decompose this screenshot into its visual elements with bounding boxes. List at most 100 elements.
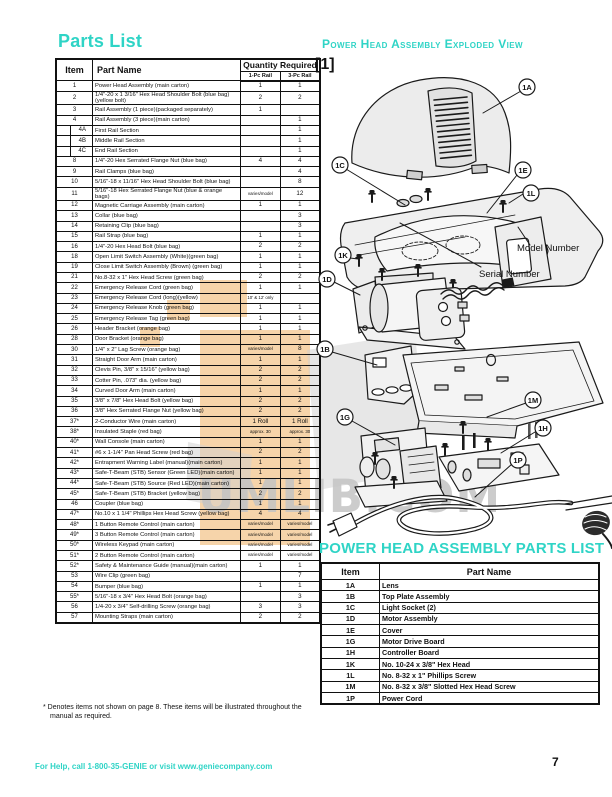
cell-qty-3pc: 3 <box>279 591 321 603</box>
table-row: 51*2 Button Remote Control (main carton)… <box>55 549 321 562</box>
cell-qty-1pc: 1 <box>240 436 281 449</box>
cell-part-name: Wall Console (main carton) <box>92 436 241 449</box>
parts-list-footnote: * Denotes items not shown on page 8. The… <box>43 704 302 720</box>
cell-part-name: First Rail Section <box>92 124 241 137</box>
cell-qty-1pc: 4 <box>240 155 281 168</box>
cell-qty-1pc: 1 <box>240 477 281 490</box>
cell-item: 1E <box>320 624 380 637</box>
cell-qty-1pc: 1 <box>240 385 281 397</box>
table-row: 48*1 Button Remote Control (main carton)… <box>55 519 321 531</box>
cell-qty-3pc: varies/model <box>279 549 321 562</box>
cell-qty-1pc <box>240 210 281 222</box>
cell-qty-3pc: 1 <box>279 580 321 593</box>
cell-part-name: Cotter Pin, .073" dia. (yellow bag) <box>92 374 241 387</box>
cell-part-name: No. 10-24 x 3/8" Hex Head <box>379 658 600 671</box>
cell-part-name: Emergency Release Knob (green bag) <box>92 302 241 315</box>
cell-qty-1pc: 1 <box>240 251 281 263</box>
cell-item: 13 <box>55 210 93 222</box>
svg-text:1D: 1D <box>322 275 332 284</box>
cell-part-name: Close Limit Switch Assembly (Brown) (gre… <box>92 261 241 273</box>
power-head-table-header: Item Part Name <box>320 562 600 580</box>
page-number: 7 <box>552 755 559 769</box>
svg-text:1E: 1E <box>518 166 527 175</box>
cell-item: 37* <box>55 416 93 428</box>
cell-part-name: Rail Assembly (1 piece)(packaged separat… <box>92 104 241 116</box>
cell-qty-1pc: 1 <box>240 80 281 93</box>
exploded-view-title: Power Head Assembly Exploded View <box>322 37 523 51</box>
cell-item: 51* <box>55 549 93 562</box>
table-row: 50*Wireless Keypad (main carton)varies/m… <box>55 539 321 552</box>
cell-item: 25 <box>55 313 93 325</box>
cell-part-name: 1/4"-20 x 1 3/16" Hex Head Shoulder Bolt… <box>92 91 241 106</box>
cell-qty-1pc: varies/model <box>240 186 281 201</box>
cell-qty-1pc: varies/model <box>240 539 281 552</box>
cell-part-name: Power Head Assembly (main carton) <box>92 80 241 93</box>
cell-item: 1G <box>320 635 380 648</box>
col-header-1pc-rail: 1-Pc Rail <box>240 70 281 82</box>
cell-item: 24 <box>55 302 93 315</box>
cell-qty-1pc: 1 <box>240 104 281 116</box>
cell-item: 14 <box>55 220 93 232</box>
cell-qty-1pc: 2 <box>240 364 281 376</box>
col-header-part-name: Part Name <box>92 58 241 82</box>
cell-item: 55* <box>55 591 93 603</box>
power-head-parts-title: POWER HEAD ASSEMBLY PARTS LIST <box>319 540 605 557</box>
callout-1K: 1K <box>334 246 352 264</box>
parts-table-header: Item Part Name Quantity Required 1-Pc Ra… <box>55 58 321 82</box>
cell-qty-1pc: 1 <box>240 323 281 335</box>
cover-part <box>351 77 512 181</box>
cell-item: 2 <box>55 91 93 106</box>
cell-item: 12 <box>55 199 93 212</box>
cell-qty-1pc: 10' & 12' only <box>240 292 281 304</box>
cell-item: 1M <box>320 680 380 693</box>
cell-item: 52* <box>55 560 93 572</box>
cell-part-name: 1/4" x 2" Lag Screw (orange bag) <box>92 344 241 356</box>
cell-part-name: Emergency Release Cord (green bag) <box>92 282 241 294</box>
table-row: 45*Safe-T-Beam (STB) Bracket (yellow bag… <box>55 488 321 500</box>
cell-qty-1pc: 1 <box>240 333 281 346</box>
parts-list-table: Item Part Name Quantity Required 1-Pc Ra… <box>55 58 321 625</box>
cell-part-name: Header Bracket (orange bag) <box>92 323 241 335</box>
callout-1C: 1C <box>331 156 349 174</box>
cell-part-name: End Rail Section <box>92 145 241 157</box>
power-cord-part <box>327 494 612 549</box>
cell-qty-1pc: varies/model <box>240 519 281 531</box>
table-row: 41*#6 x 1-1/4" Pan Head Screw (red bag)2… <box>55 447 321 459</box>
svg-text:1M: 1M <box>528 396 538 405</box>
cell-part-name: Clevis Pin, 3/8" x 15/16" (yellow bag) <box>92 364 241 376</box>
cell-qty-1pc: 2 <box>240 611 281 624</box>
cell-item: 21 <box>55 271 93 284</box>
cell-part-name: Curved Door Arm (main carton) <box>92 385 241 397</box>
cell-qty-1pc: 1 <box>240 282 281 294</box>
cell-item: 1L <box>320 669 380 682</box>
cell-qty-3pc: 1 <box>279 560 321 572</box>
cell-item: 46 <box>55 498 93 510</box>
callout-1P: 1P <box>509 451 527 469</box>
cell-part-name: 1/4"-20 Hex Head Bolt (blue bag) <box>92 241 241 253</box>
cell-item: 16 <box>55 241 93 253</box>
cell-part-name: Safety & Maintenance Guide (manual)(main… <box>92 560 241 572</box>
cell-item: 4C <box>55 145 93 157</box>
